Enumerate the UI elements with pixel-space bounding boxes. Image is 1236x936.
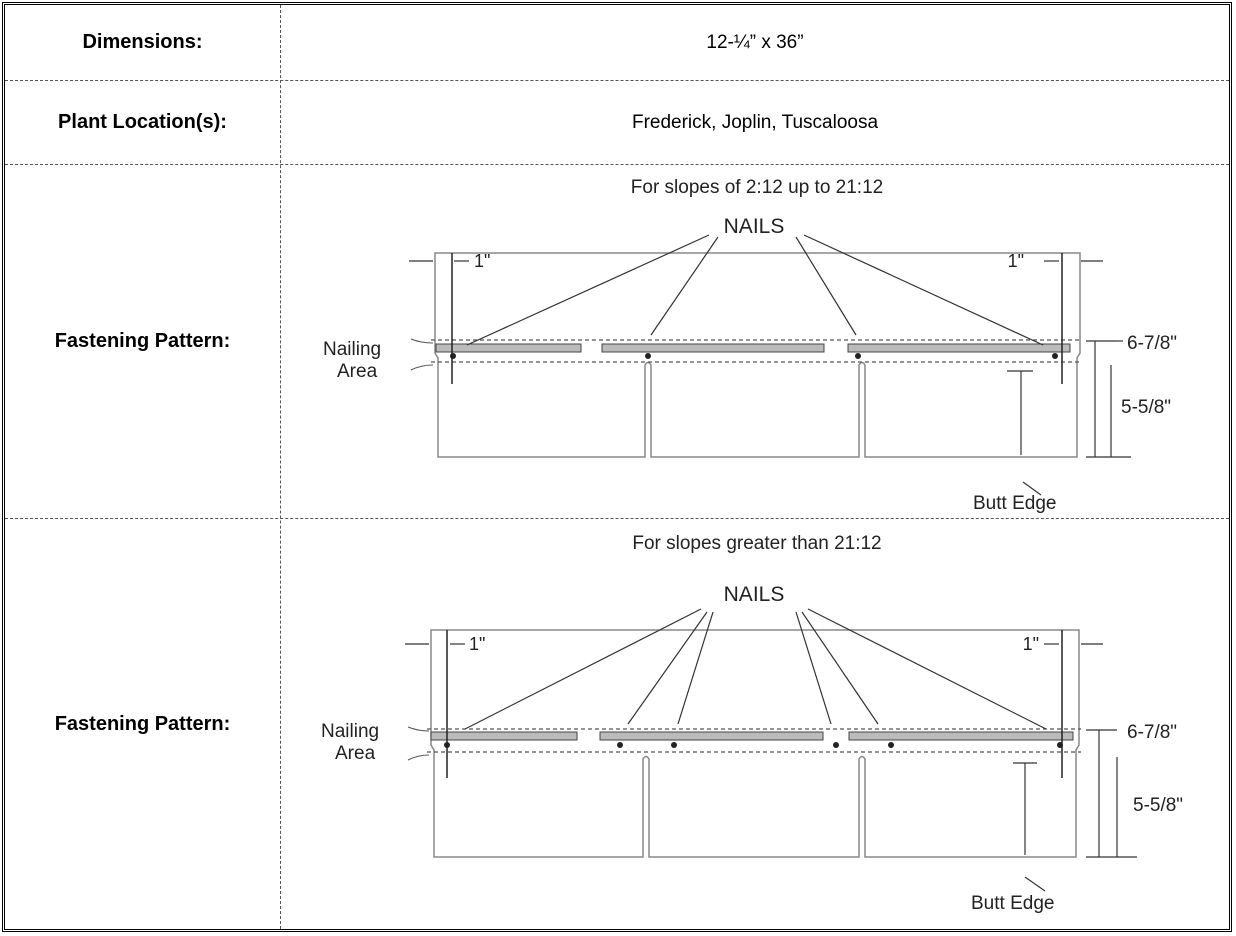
dim-lower-2: 5-5/8" <box>1133 795 1183 816</box>
dimension-lines-2 <box>1013 729 1137 892</box>
sealant-strips-2 <box>430 731 1074 741</box>
edge-offset-lines-2 <box>446 630 1063 778</box>
row-fastening-pattern-1: Fastening Pattern: For slopes of 2:12 up… <box>5 165 1229 519</box>
shingle-diagram-svg-1: For slopes of 2:12 up to 21:12 NAILS <box>323 177 1177 514</box>
column-divider <box>280 5 281 929</box>
nail-pointer-lines-2 <box>464 608 1047 730</box>
nails-label-2: NAILS <box>724 583 785 606</box>
shingle-outline-1 <box>434 252 1081 458</box>
nailing-area-lines-1 <box>431 339 1081 363</box>
row-fastening-pattern-2: Fastening Pattern: For slopes greater th… <box>5 519 1229 929</box>
offset-left-1: 1" <box>474 251 490 271</box>
slope-caption-2: For slopes greater than 21:12 <box>632 533 881 554</box>
offset-left-2: 1" <box>469 634 485 654</box>
dim-upper-1: 6-7/8" <box>1127 333 1177 354</box>
shingle-diagram-svg-2: For slopes greater than 21:12 NAILS <box>321 533 1183 914</box>
nailing-label-2a: Nailing <box>321 721 379 742</box>
shingle-diagram-2: For slopes greater than 21:12 NAILS <box>281 519 1229 929</box>
nailing-brace-1 <box>410 338 434 371</box>
nailing-label-1b: Area <box>337 361 378 382</box>
nailing-brace-2 <box>407 726 430 761</box>
nailing-label-1a: Nailing <box>323 339 381 360</box>
dim-upper-2: 6-7/8" <box>1127 722 1177 743</box>
shingle-diagram-1: For slopes of 2:12 up to 21:12 NAILS <box>281 165 1229 518</box>
plant-locations-label: Plant Location(s): <box>58 111 227 133</box>
edge-offset-lines-1 <box>451 253 1063 384</box>
row-plant-locations: Plant Location(s): Frederick, Joplin, Tu… <box>5 81 1229 165</box>
nail-pointer-lines-1 <box>466 234 1044 346</box>
fastening-pattern-label-2: Fastening Pattern: <box>54 712 231 735</box>
offset-right-2: 1" <box>1023 634 1039 654</box>
nailing-label-2b: Area <box>335 743 376 764</box>
butt-edge-1: Butt Edge <box>973 493 1056 514</box>
shingle-outline-2 <box>430 629 1080 858</box>
nailing-area-lines-2 <box>427 728 1081 753</box>
dim-lower-1: 5-5/8" <box>1121 397 1171 418</box>
nail-dots-1 <box>450 353 1058 359</box>
slope-caption-1: For slopes of 2:12 up to 21:12 <box>631 177 883 198</box>
dimension-lines-1 <box>1007 340 1131 496</box>
fastening-pattern-label-1: Fastening Pattern: <box>54 330 231 352</box>
sealant-strips-1 <box>435 343 1071 353</box>
nails-label-1: NAILS <box>724 215 785 238</box>
offset-right-1: 1" <box>1008 251 1024 271</box>
dimensions-value: 12-¼” x 36” <box>706 31 804 53</box>
row-dimensions: Dimensions: 12-¼” x 36” <box>5 5 1229 81</box>
plant-locations-value: Frederick, Joplin, Tuscaloosa <box>631 111 879 133</box>
nail-dots-2 <box>444 742 1063 748</box>
dimensions-label: Dimensions: <box>82 31 203 53</box>
butt-edge-2: Butt Edge <box>971 893 1054 914</box>
